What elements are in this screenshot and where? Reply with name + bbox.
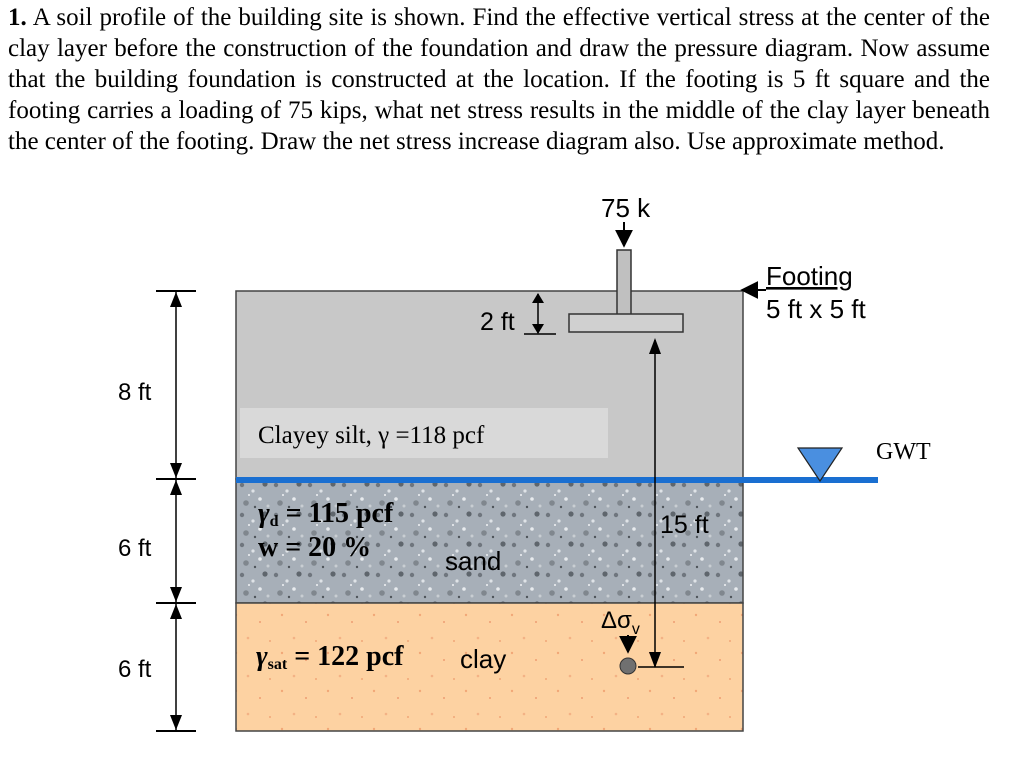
dim-arrow-icon: [170, 480, 182, 495]
sand-layer: [235, 478, 744, 604]
silt-thickness-label: 8 ft: [118, 379, 152, 406]
dim-arrow-icon: [170, 292, 182, 307]
embedment-arrow-up-icon: [532, 293, 544, 303]
dim-arrow-icon: [170, 604, 182, 619]
stress-increase-label: Δσv: [601, 607, 640, 638]
embedment-arrow-down-icon: [532, 324, 544, 334]
sand-water-content-label: w = 20 %: [258, 532, 371, 563]
problem-number: 1.: [8, 4, 27, 31]
gwt-triangle-icon: [796, 447, 844, 483]
problem-statement: 1.A soil profile of the building site is…: [8, 2, 990, 157]
dim-arrow-icon: [170, 463, 182, 478]
sand-label: sand: [445, 546, 501, 576]
depth-arrow-down-icon: [649, 652, 661, 668]
clayey-silt-label-box: [240, 408, 608, 458]
clayey-silt-label: Clayey silt, γ =118 pcf: [258, 422, 485, 449]
depth-arrow-up-icon: [649, 338, 661, 354]
embedment-label: 2 ft: [480, 308, 515, 336]
stress-point-icon: [619, 657, 637, 675]
clay-label: clay: [460, 644, 506, 674]
footing-label-line2: 5 ft x 5 ft: [766, 294, 866, 324]
gwt-label: GWT: [876, 439, 931, 465]
footing-label-line1: Footing: [766, 261, 853, 291]
clay-thickness-label: 6 ft: [118, 656, 152, 683]
footing-base: [568, 313, 684, 333]
dim-arrow-icon: [170, 587, 182, 602]
footing-column: [616, 249, 632, 317]
dim-arrow-icon: [170, 715, 182, 730]
sand-thickness-label: 6 ft: [118, 535, 152, 562]
load-label: 75 k: [601, 193, 651, 223]
clay-layer: [235, 602, 744, 732]
clay-unit-weight-label: γsat = 122 pcf: [256, 641, 404, 673]
problem-text: A soil profile of the building site is s…: [8, 4, 990, 155]
sand-unit-weight-label: γd = 115 pcf: [258, 498, 394, 530]
depth-label: 15 ft: [660, 511, 709, 539]
